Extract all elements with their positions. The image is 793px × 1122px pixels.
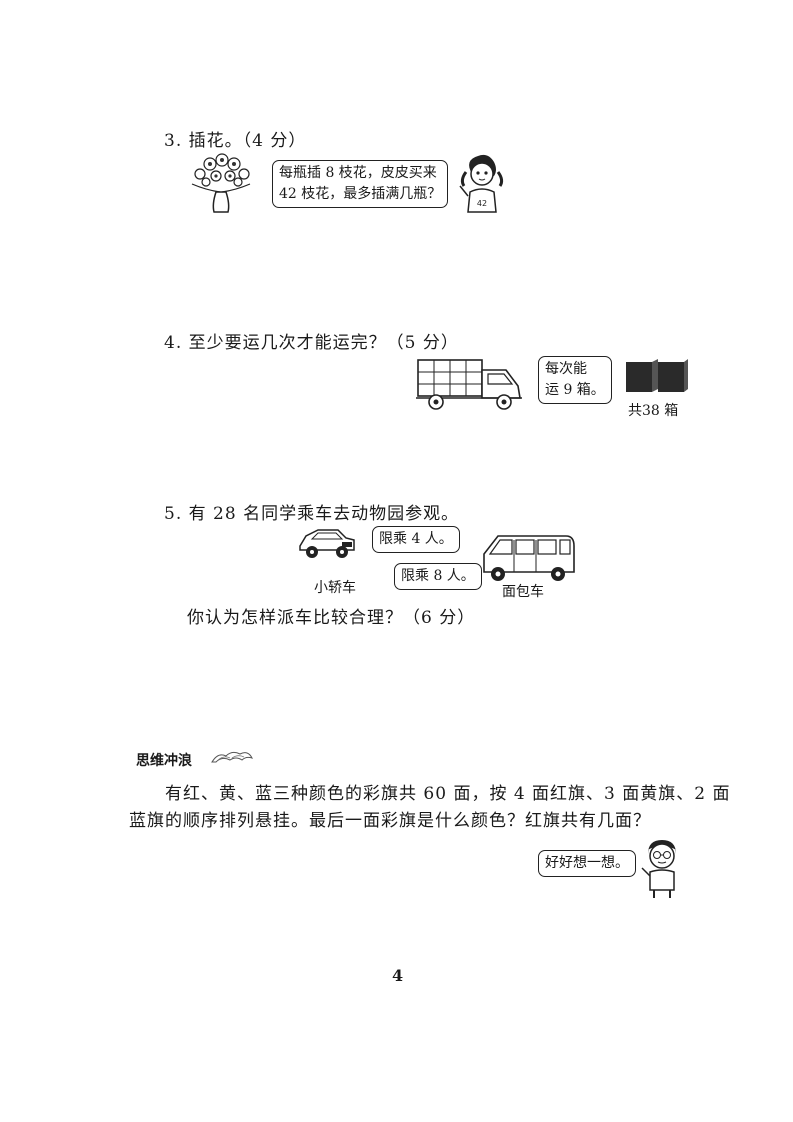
- car-icon: [299, 529, 355, 558]
- q4-speech-bubble: 每次能 运 9 箱。: [538, 356, 612, 404]
- challenge-line2: 蓝旗的顺序排列悬挂。最后一面彩旗是什么颜色？红旗共有几面？: [129, 811, 651, 831]
- q3-speech-bubble: 每瓶插 8 枝花，皮皮买来 42 枝花，最多插满几瓶？: [272, 160, 449, 208]
- q3-bubble-line2: 42 枝花，最多插满几瓶？: [279, 186, 442, 202]
- challenge-speech-bubble: 好好想一想。: [538, 850, 636, 877]
- van-icon: [483, 535, 575, 581]
- truck-icon: [416, 359, 522, 410]
- q4-bubble-line1: 每次能: [545, 361, 587, 377]
- boy-icon: [641, 840, 676, 898]
- challenge-line1: 有红、黄、蓝三种颜色的彩旗共 60 面，按 4 面红旗、3 面黄旗、2 面: [165, 784, 731, 804]
- boxes-icon: [626, 359, 688, 392]
- svg-text:42: 42: [477, 199, 487, 208]
- wave-icon: [211, 751, 253, 763]
- van-caption: 面包车: [502, 584, 544, 600]
- car-caption: 小轿车: [314, 580, 356, 596]
- q3-title: 3. 插花。（4 分）: [164, 131, 307, 151]
- q4-bubble-line2: 运 9 箱。: [545, 382, 605, 398]
- q5-question: 你认为怎样派车比较合理？（6 分）: [187, 608, 476, 628]
- girl-icon: 42: [459, 154, 504, 213]
- challenge-heading: 思维冲浪: [136, 753, 192, 769]
- q4-title: 4. 至少要运几次才能运完？（5 分）: [164, 333, 459, 353]
- boxes-caption: 共38 箱: [628, 403, 679, 419]
- q5-title: 5. 有 28 名同学乘车去动物园参观。: [164, 504, 460, 524]
- q3-bubble-line1: 每瓶插 8 枝花，皮皮买来: [279, 165, 437, 181]
- car-speech-bubble: 限乘 4 人。: [372, 526, 460, 553]
- page-number: 4: [392, 966, 404, 985]
- van-speech-bubble: 限乘 8 人。: [394, 563, 482, 590]
- flower-vase-icon: [191, 153, 251, 213]
